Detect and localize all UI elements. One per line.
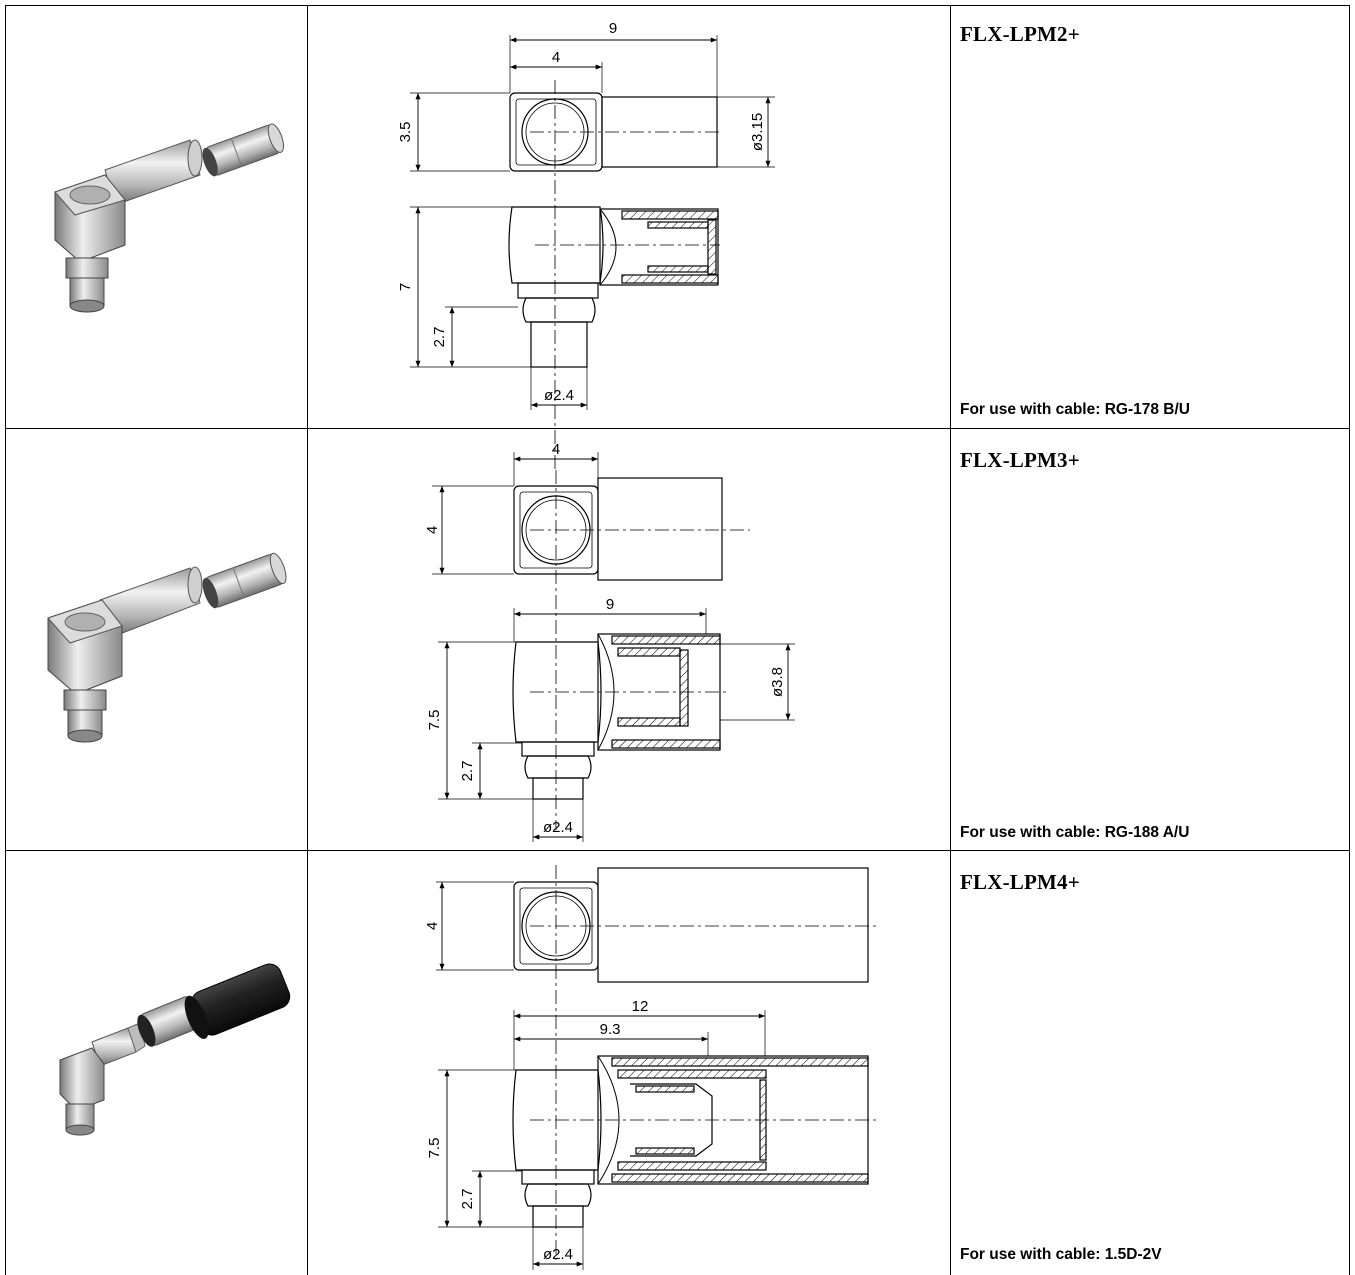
dim-body-height-r2: 4 <box>424 526 441 534</box>
dim-body-height-r3: 4 <box>424 922 441 930</box>
connector-photo-row-3 <box>59 963 291 1136</box>
dim-total-height-r3: 7.5 <box>426 1138 443 1159</box>
dimension-labels-row-1: 9 4 3.5 ø3.15 7 2.7 ø2.4 <box>397 20 766 404</box>
dim-pin-height-r1: 2.7 <box>431 327 448 348</box>
column-divider-1 <box>307 5 308 1275</box>
cable-note-row-2: For use with cable: RG-188 A/U <box>960 824 1190 841</box>
part-number-row-2: FLX-LPM3+ <box>960 448 1080 472</box>
dim-pin-height-r3: 2.7 <box>459 1189 476 1210</box>
dim-total-height-r2: 7.5 <box>426 710 443 731</box>
dim-overall-length-r2: 9 <box>606 596 614 613</box>
technical-drawing-row-2 <box>432 452 795 842</box>
row-divider-1 <box>5 428 1350 429</box>
dim-total-height-r1: 7 <box>397 283 414 291</box>
dim-body-height-r1: 3.5 <box>397 122 414 143</box>
part-number-row-3: FLX-LPM4+ <box>960 870 1080 894</box>
dim-sleeve-diameter-r2: ø3.8 <box>769 667 786 697</box>
column-divider-2 <box>950 5 951 1275</box>
dim-overall-length-r1: 9 <box>609 20 617 37</box>
technical-drawing-row-1 <box>410 35 775 470</box>
dimension-labels-row-3: 4 12 9.3 7.5 2.7 ø2.4 <box>424 922 648 1263</box>
dim-pin-height-r2: 2.7 <box>459 761 476 782</box>
cable-note-row-1: For use with cable: RG-178 B/U <box>960 401 1190 418</box>
dimension-labels-row-2: 4 4 9 ø3.8 7.5 2.7 ø2.4 <box>424 441 786 836</box>
cable-note-row-3: For use with cable: 1.5D-2V <box>960 1246 1162 1263</box>
dim-inner-length-r3: 9.3 <box>600 1021 621 1038</box>
table-border-left <box>5 5 6 1275</box>
table-border-top <box>5 5 1350 6</box>
dim-pin-diameter-r3: ø2.4 <box>543 1246 573 1263</box>
technical-drawing-row-3 <box>436 865 880 1270</box>
connector-photo-row-2 <box>47 552 287 743</box>
dim-body-width-r2: 4 <box>552 441 560 458</box>
connector-photo-row-1 <box>54 123 285 313</box>
dim-body-width-r1: 4 <box>552 49 560 66</box>
dim-pin-diameter-r2: ø2.4 <box>543 819 573 836</box>
part-number-row-1: FLX-LPM2+ <box>960 22 1080 46</box>
dim-pin-diameter-r1: ø2.4 <box>544 387 574 404</box>
dim-sleeve-diameter-r1: ø3.15 <box>749 113 766 151</box>
dim-overall-length-r3: 12 <box>632 998 649 1015</box>
table-border-right <box>1349 5 1350 1275</box>
row-divider-2 <box>5 850 1350 851</box>
